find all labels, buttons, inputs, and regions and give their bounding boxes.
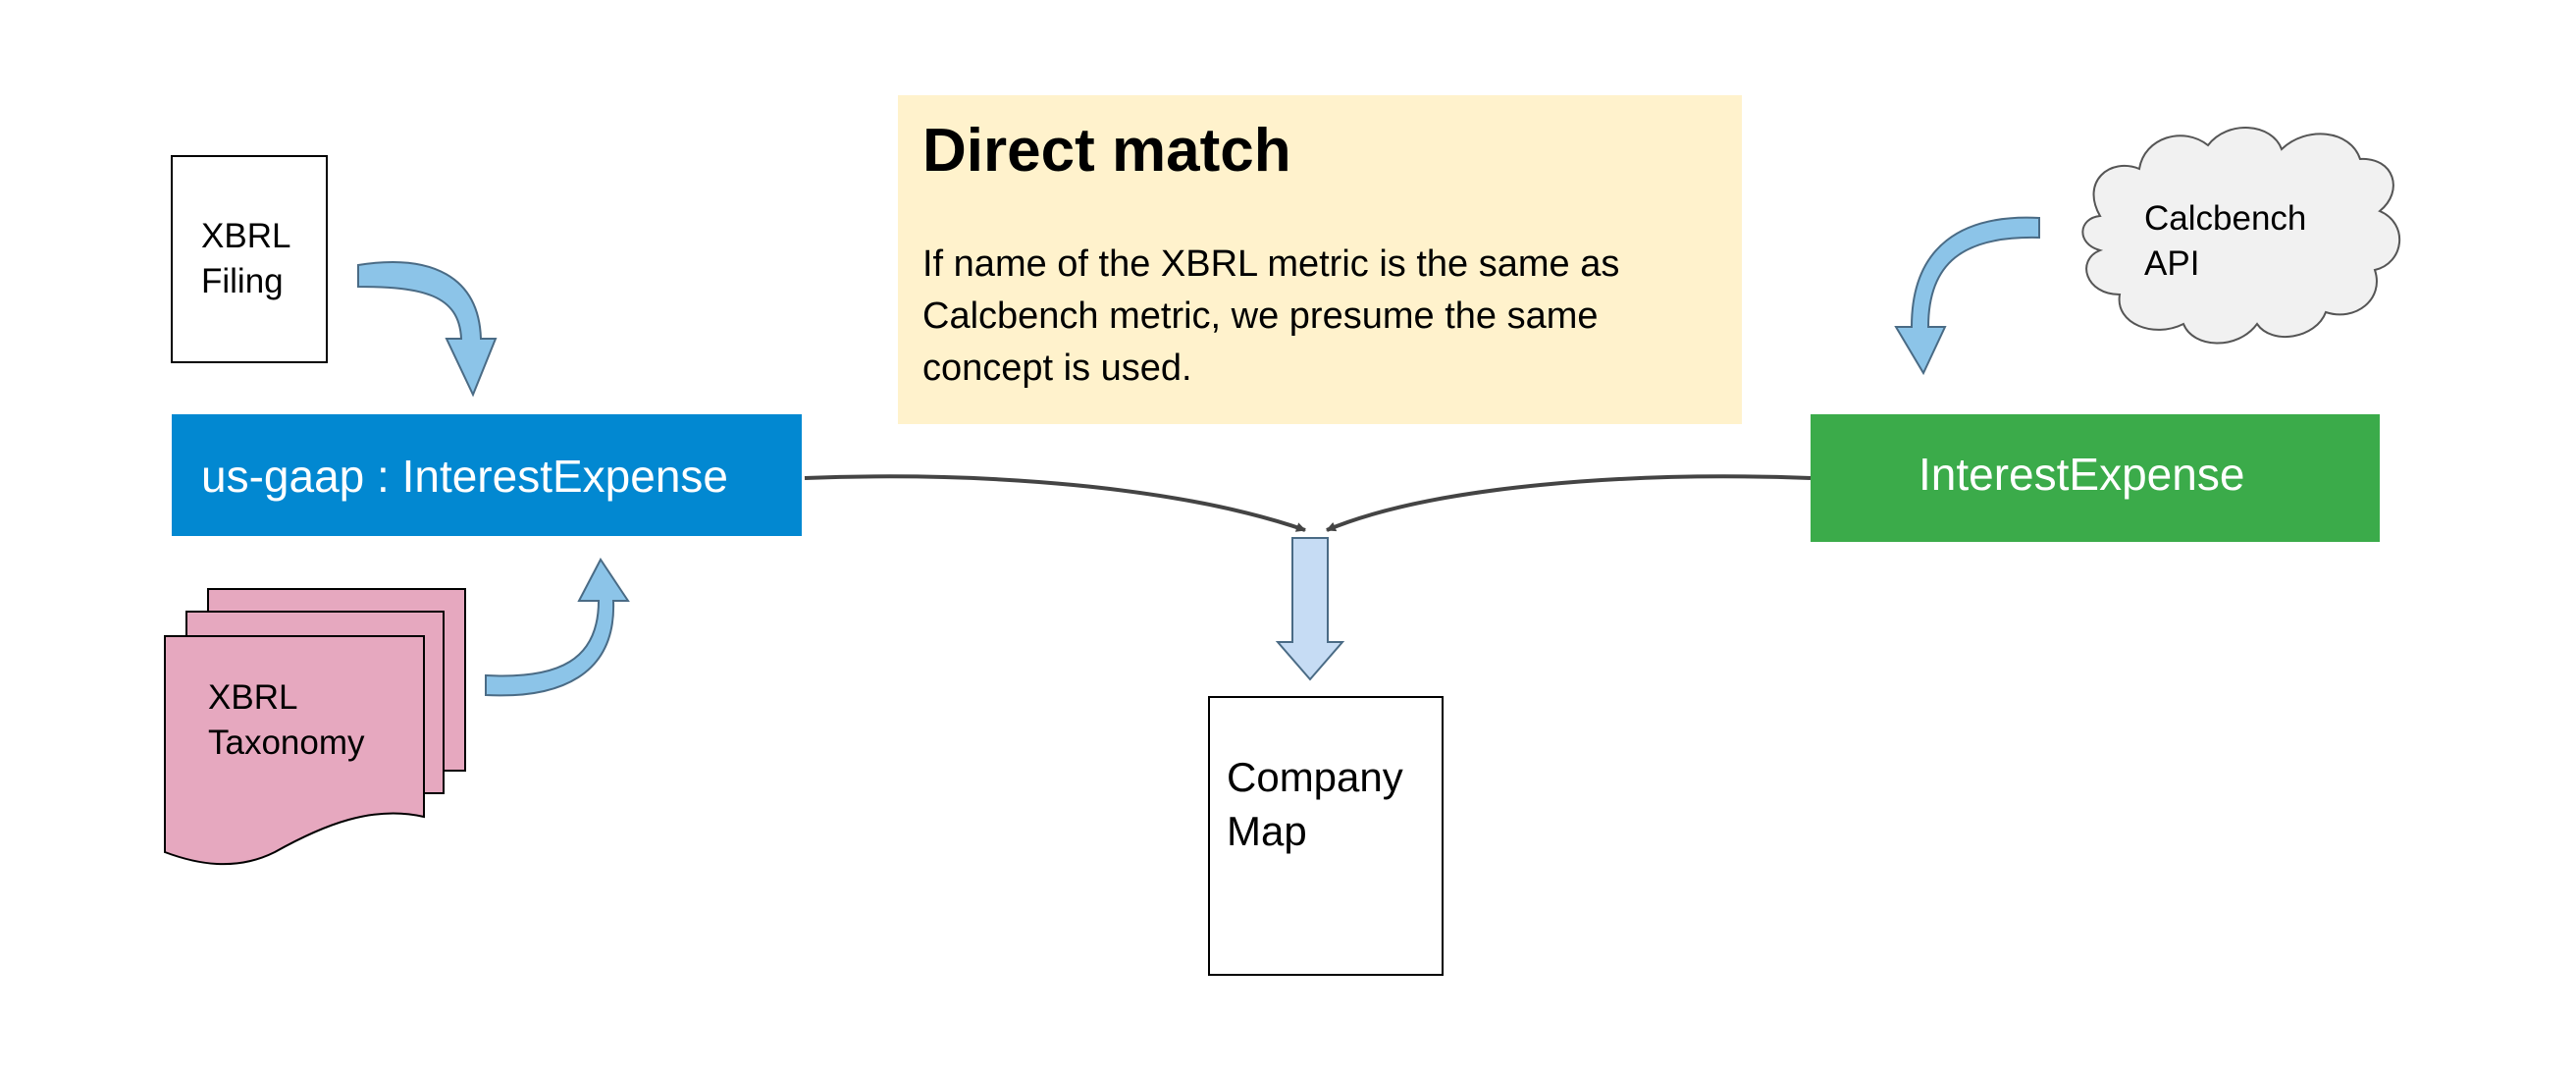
filing-to-metric-arrow xyxy=(357,261,498,398)
company-map-label: Company Map xyxy=(1227,751,1403,858)
company-map-line2: Map xyxy=(1227,807,1307,854)
xbrl-taxonomy-stack xyxy=(164,588,466,866)
calcbench-metric-box xyxy=(1811,414,2380,542)
info-box-title: Direct match xyxy=(922,117,1291,185)
api-to-metric-arrow xyxy=(1894,216,2040,376)
down-arrow xyxy=(1275,537,1345,681)
xbrl-taxonomy-label: XBRL Taxonomy xyxy=(208,675,365,765)
xbrl-taxonomy-line1: XBRL xyxy=(208,678,298,717)
info-box xyxy=(898,95,1742,424)
calcbench-api-label: Calcbench API xyxy=(2144,196,2306,286)
calcbench-api-line1: Calcbench xyxy=(2144,199,2307,238)
taxonomy-to-metric-arrow xyxy=(485,558,630,697)
calcbench-api-line2: API xyxy=(2144,243,2200,283)
xbrl-metric-label: us-gaap : InterestExpense xyxy=(201,451,728,502)
calcbench-api-cloud xyxy=(2081,127,2401,345)
calcbench-to-map-connector xyxy=(1326,474,1812,532)
xbrl-filing-label: XBRL Filing xyxy=(201,214,290,303)
xbrl-taxonomy-line2: Taxonomy xyxy=(208,723,365,762)
company-map-document xyxy=(1208,696,1444,976)
info-box-body: If name of the XBRL metric is the same a… xyxy=(922,243,1620,389)
xbrl-filing-line1: XBRL xyxy=(201,217,291,255)
xbrl-metric-box xyxy=(172,414,802,536)
xbrl-to-map-connector xyxy=(804,474,1306,532)
calcbench-metric-label: InterestExpense xyxy=(1919,449,2245,500)
company-map-line1: Company xyxy=(1227,754,1403,800)
xbrl-filing-document xyxy=(171,155,328,363)
xbrl-filing-line2: Filing xyxy=(201,261,284,300)
